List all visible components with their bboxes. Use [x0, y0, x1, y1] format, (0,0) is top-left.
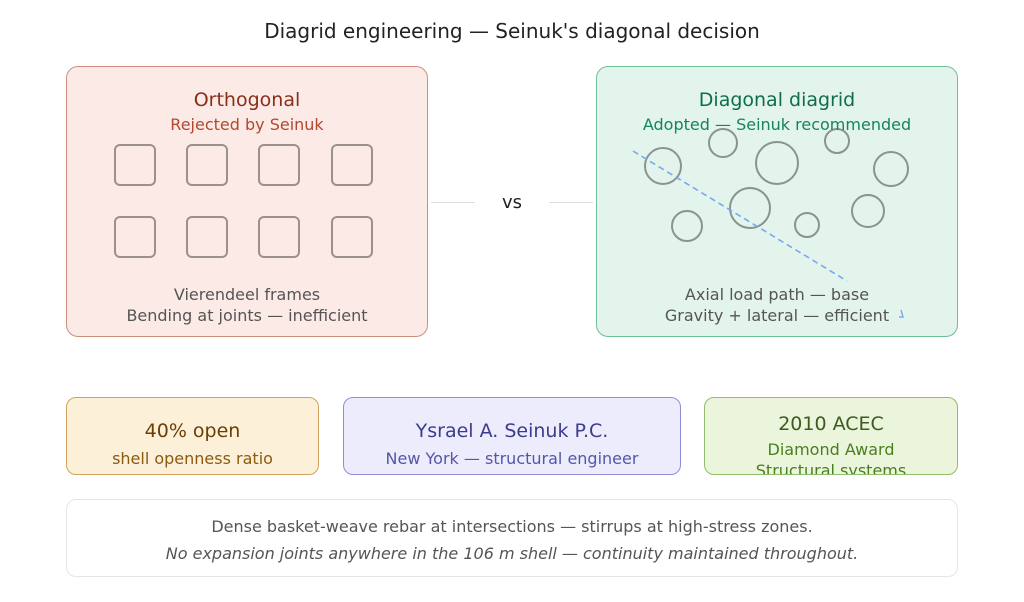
diagrid-node: [708, 128, 738, 158]
award-subtitle2: Structural systems: [755, 461, 907, 475]
load-path-arrow: [899, 309, 904, 318]
note-line2: No expansion joints anywhere in the 106 …: [165, 544, 859, 563]
diagrid-node: [873, 151, 909, 187]
diagrid-node: [755, 141, 799, 185]
openness-title: 40% open: [144, 420, 241, 442]
vs-connector-left: [431, 202, 475, 203]
orthogonal-frame-cell: [114, 144, 156, 186]
orthogonal-panel: Orthogonal Rejected by Seinuk Vierendeel…: [66, 66, 428, 337]
award-title: 2010 ACEC: [778, 413, 884, 435]
orthogonal-frame-cell: [186, 216, 228, 258]
diagrid-node: [644, 147, 682, 185]
note-line1: Dense basket-weave rebar at intersection…: [211, 517, 813, 536]
vs-connector-right: [549, 202, 593, 203]
diagrid-node: [851, 194, 885, 228]
diagrid-illustration: [632, 128, 909, 318]
orthogonal-frame-cell: [258, 216, 300, 258]
diagonal-title: Diagonal diagrid: [698, 89, 856, 111]
openness-card: 40% open shell openness ratio: [66, 397, 319, 475]
orthogonal-frame-cell: [258, 144, 300, 186]
orthogonal-footer-line2: Bending at joints — inefficient: [126, 306, 368, 325]
engineer-title: Ysrael A. Seinuk P.C.: [415, 420, 609, 442]
load-path-line: [632, 150, 848, 282]
orthogonal-footer-line1: Vierendeel frames: [173, 285, 321, 304]
openness-subtitle: shell openness ratio: [112, 449, 273, 468]
orthogonal-frame-cell: [114, 216, 156, 258]
orthogonal-title: Orthogonal: [193, 89, 301, 111]
vs-label: vs: [501, 192, 523, 213]
diagrid-node: [729, 187, 771, 229]
award-card: 2010 ACEC Diamond Award Structural syste…: [704, 397, 958, 475]
award-subtitle1: Diamond Award: [767, 440, 895, 459]
diagrid-node: [671, 210, 703, 242]
diagrid-node: [794, 212, 820, 238]
engineer-subtitle: New York — structural engineer: [385, 449, 639, 468]
orthogonal-frame-cell: [331, 144, 373, 186]
diagram-title: Diagrid engineering — Seinuk's diagonal …: [264, 19, 760, 43]
diagonal-panel: Diagonal diagrid Adopted — Seinuk recomm…: [596, 66, 958, 337]
diagonal-subtitle: Adopted — Seinuk recommended: [642, 115, 912, 134]
diagonal-footer-line2: Gravity + lateral — efficient: [664, 306, 890, 325]
orthogonal-frame-cell: [331, 216, 373, 258]
note-box: Dense basket-weave rebar at intersection…: [66, 499, 958, 577]
orthogonal-frame-cell: [186, 144, 228, 186]
orthogonal-subtitle: Rejected by Seinuk: [170, 115, 324, 134]
diagonal-footer-line1: Axial load path — base: [684, 285, 870, 304]
diagrid-node: [824, 128, 850, 154]
engineer-card: Ysrael A. Seinuk P.C. New York — structu…: [343, 397, 681, 475]
